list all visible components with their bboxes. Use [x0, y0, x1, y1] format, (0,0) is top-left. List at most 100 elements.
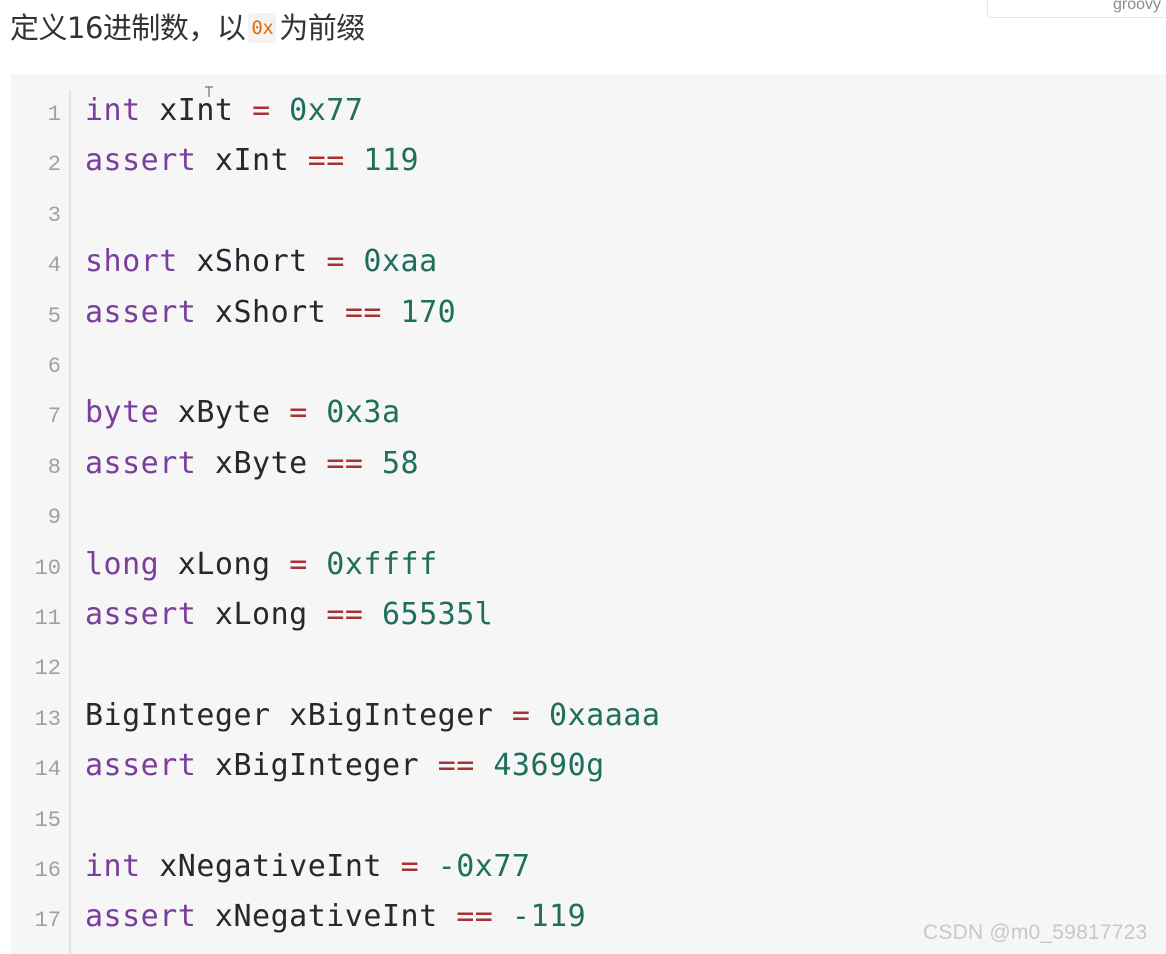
code-line: 4 short xShort = 0xaa: [11, 239, 1166, 289]
code-text: int xInt = 0x77: [85, 93, 363, 128]
code-line: 13 BigInteger xBigInteger = 0xaaaa: [11, 693, 1166, 743]
text-cursor-icon: [205, 86, 213, 97]
code-language-label: groovy: [1112, 0, 1161, 13]
code-token: ==: [344, 294, 382, 330]
code-text: assert xByte == 58: [85, 446, 419, 481]
code-language-tag: groovy: [987, 0, 1166, 18]
code-token: 0xaa: [344, 244, 438, 280]
code-line: 10 long xLong = 0xffff: [11, 542, 1166, 592]
line-number-divider: [69, 90, 71, 954]
code-line: 3: [11, 189, 1166, 239]
line-number: 7: [47, 404, 61, 430]
line-number: 10: [34, 555, 61, 581]
code-token: 0x77: [270, 93, 364, 128]
line-number: 1: [47, 102, 61, 127]
code-token: int: [85, 849, 141, 884]
code-line: 5 assert xShort == 170: [11, 290, 1166, 340]
code-token: xInt: [196, 143, 308, 179]
code-token: assert: [85, 143, 197, 179]
code-token: xLong: [196, 597, 327, 632]
code-token: -0x77: [419, 849, 531, 884]
line-number: 17: [34, 908, 61, 934]
code-token: xShort: [196, 294, 345, 330]
code-token: =: [289, 395, 308, 431]
line-number: 15: [34, 807, 61, 833]
inline-code-prefix: 0x: [248, 13, 277, 43]
code-token: 43690g: [474, 748, 605, 784]
code-token: BigInteger xBigInteger: [85, 697, 512, 733]
code-token: ==: [326, 597, 364, 632]
code-token: assert: [85, 445, 197, 481]
code-token: xShort: [177, 244, 327, 280]
code-line: 2 assert xInt == 119: [11, 138, 1166, 188]
code-text: long xLong = 0xffff: [85, 547, 438, 582]
code-token: 65535l: [363, 597, 494, 632]
line-number: 14: [34, 757, 61, 783]
code-token: int: [85, 93, 141, 128]
code-line: 6: [11, 340, 1166, 390]
code-line: 16 int xNegativeInt = -0x77: [11, 844, 1166, 894]
code-token: xNegativeInt: [140, 849, 401, 884]
code-line: 14 assert xBigInteger == 43690g: [11, 743, 1166, 793]
code-text: byte xByte = 0x3a: [85, 395, 401, 430]
code-token: ==: [307, 143, 345, 179]
code-text: assert xLong == 65535l: [85, 597, 493, 632]
line-number: 4: [47, 253, 61, 279]
line-number: 2: [47, 152, 61, 178]
code-line: 12: [11, 642, 1166, 692]
code-line: 7 byte xByte = 0x3a: [11, 390, 1166, 440]
code-token: assert: [85, 748, 197, 784]
line-number: 13: [34, 706, 61, 732]
code-text: assert xBigInteger == 43690g: [85, 748, 605, 783]
code-token: -119: [493, 899, 587, 935]
code-token: xBigInteger: [196, 748, 438, 784]
code-line: 17 assert xNegativeInt == -119: [11, 894, 1166, 944]
code-token: byte: [85, 395, 160, 431]
heading-text-after: 为前缀: [279, 11, 365, 45]
code-token: 0xaaaa: [530, 697, 661, 733]
code-line: 9: [11, 491, 1166, 541]
section-heading: 定义16进制数，以 0x 为前缀: [10, 4, 365, 48]
code-token: 119: [344, 143, 420, 179]
line-number: 16: [34, 858, 61, 883]
code-text: assert xNegativeInt == -119: [85, 899, 586, 934]
code-token: 0x3a: [307, 395, 401, 431]
code-text: assert xInt == 119: [85, 143, 419, 178]
line-number: 12: [34, 656, 61, 682]
code-token: ==: [456, 899, 494, 935]
code-token: =: [400, 849, 420, 884]
code-token: =: [252, 93, 271, 128]
code-line: 1 int xInt = 0x77: [11, 88, 1166, 138]
code-text: int xNegativeInt = -0x77: [85, 849, 531, 884]
code-token: xLong: [159, 546, 290, 582]
code-token: long: [85, 546, 160, 582]
code-token: 170: [382, 294, 457, 330]
code-token: assert: [85, 294, 197, 330]
line-number: 5: [47, 303, 61, 329]
line-number: 9: [47, 505, 61, 531]
code-token: ==: [437, 748, 475, 784]
code-token: xInt: [140, 93, 253, 128]
line-number: 8: [47, 454, 61, 480]
heading-text-before: 定义16进制数，以: [10, 11, 246, 45]
code-token: xNegativeInt: [196, 899, 457, 935]
code-text: BigInteger xBigInteger = 0xaaaa: [85, 698, 660, 733]
code-token: =: [289, 546, 308, 582]
line-number: 3: [47, 202, 61, 228]
code-token: 0xffff: [307, 546, 438, 582]
code-line: 8 assert xByte == 58: [11, 441, 1166, 491]
code-line: 15: [11, 794, 1166, 844]
code-token: xByte: [159, 395, 290, 431]
code-token: =: [511, 697, 531, 733]
code-token: short: [85, 244, 178, 280]
code-text: assert xShort == 170: [85, 295, 456, 330]
code-text: short xShort = 0xaa: [85, 244, 438, 279]
code-token: ==: [326, 445, 364, 481]
code-token: assert: [85, 597, 197, 632]
csdn-watermark: CSDN @m0_59817723: [923, 921, 1148, 944]
code-token: xByte: [196, 445, 327, 481]
code-token: =: [326, 244, 345, 280]
